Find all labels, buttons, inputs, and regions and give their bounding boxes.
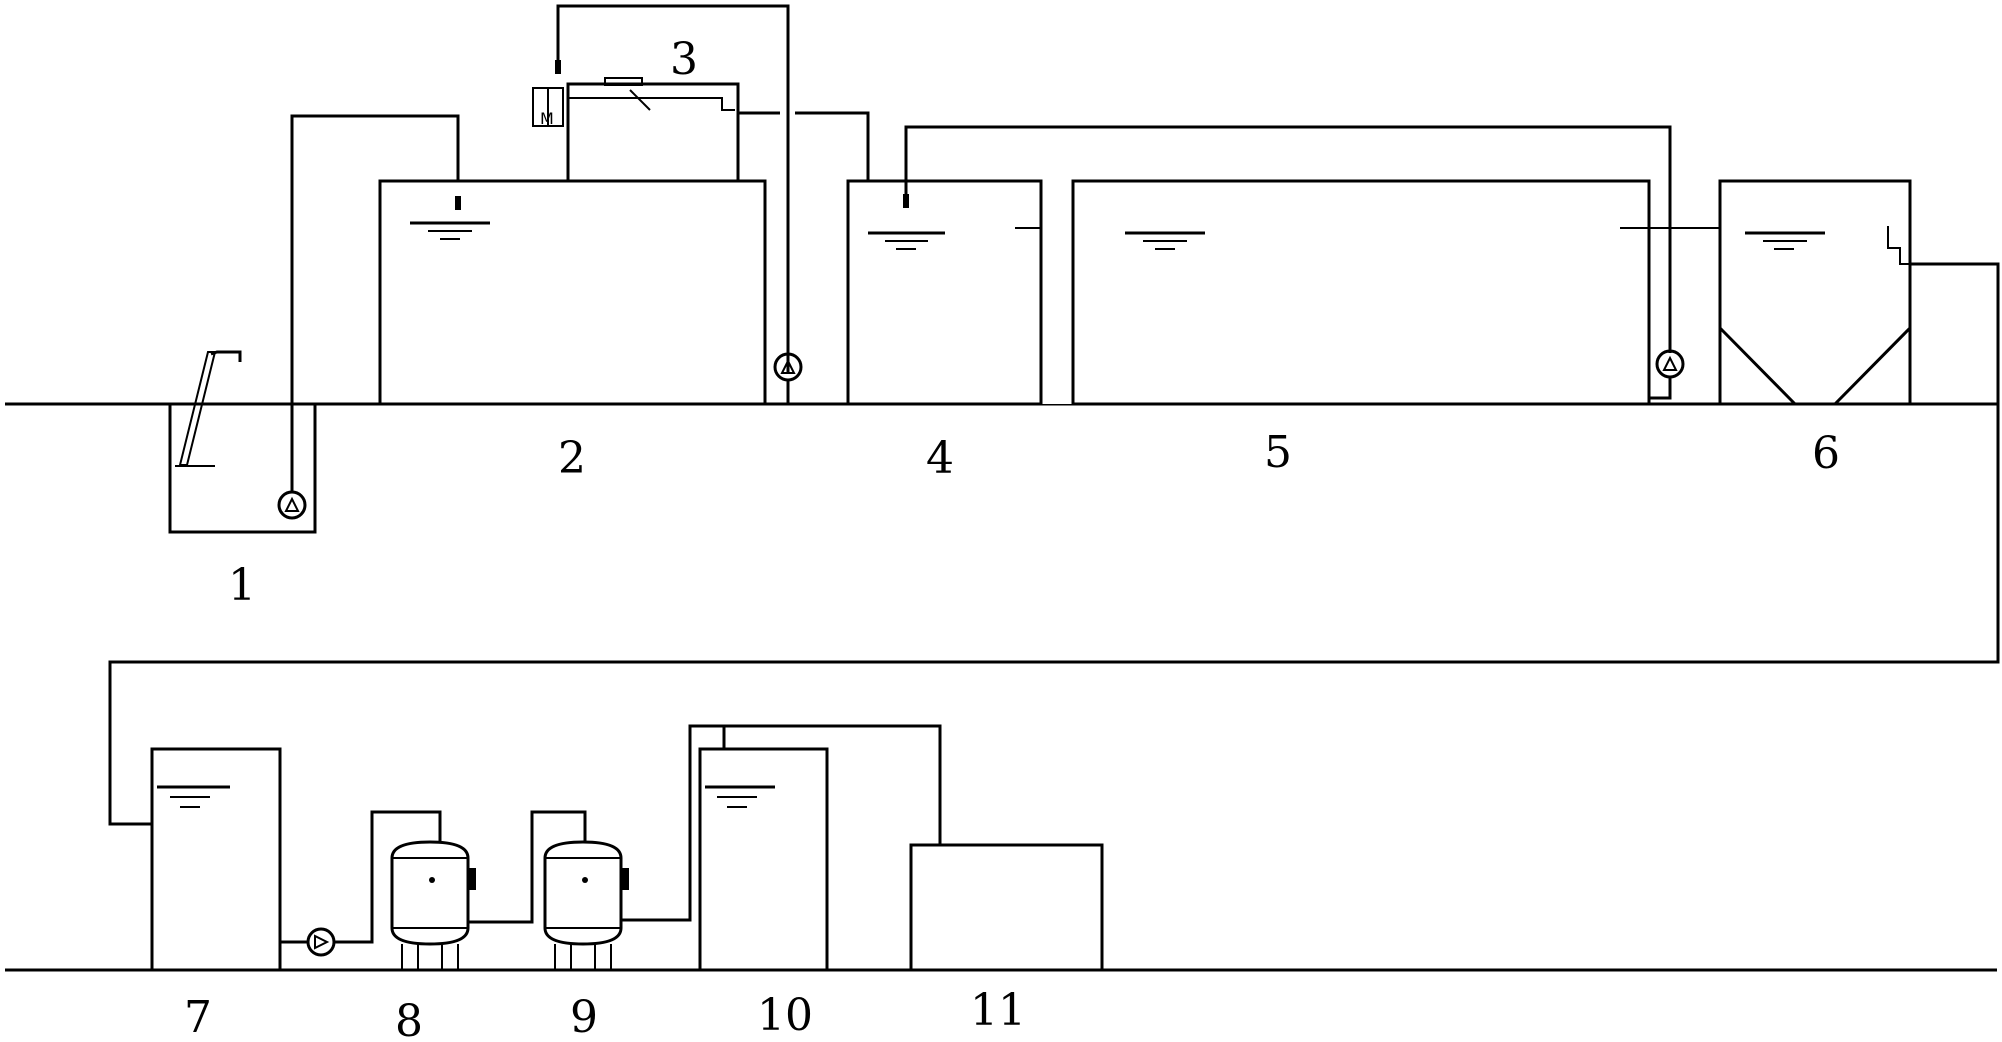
label-unit-3: 3	[670, 34, 698, 85]
unit-10-tank	[698, 724, 943, 972]
unit-6-settler	[108, 179, 2000, 827]
label-unit-11: 11	[970, 985, 1026, 1036]
label-unit-5: 5	[1264, 427, 1292, 478]
pump-4-icon	[306, 927, 336, 957]
unit-3-dosing: M	[532, 4, 871, 406]
unit-1-sump	[168, 114, 460, 534]
label-unit-6: 6	[1812, 428, 1840, 479]
label-unit-1: 1	[228, 560, 256, 611]
label-unit-2: 2	[558, 433, 586, 484]
unit-5-tank	[1039, 179, 1740, 406]
unit-9-filter	[543, 724, 727, 970]
pump-1-icon	[277, 490, 307, 520]
label-unit-8: 8	[395, 996, 423, 1042]
unit-4-tank	[846, 125, 1672, 406]
label-unit-9: 9	[570, 992, 598, 1042]
label-unit-4: 4	[926, 433, 954, 484]
unit-8-filter	[390, 810, 587, 970]
label-unit-7: 7	[184, 992, 212, 1042]
pump-3-icon	[1655, 349, 1685, 379]
unit-11-tank	[909, 843, 1104, 972]
unit-7-tank	[150, 747, 442, 972]
label-unit-10: 10	[757, 990, 813, 1041]
svg-text:M: M	[540, 109, 554, 128]
unit-2-tank	[378, 179, 767, 406]
